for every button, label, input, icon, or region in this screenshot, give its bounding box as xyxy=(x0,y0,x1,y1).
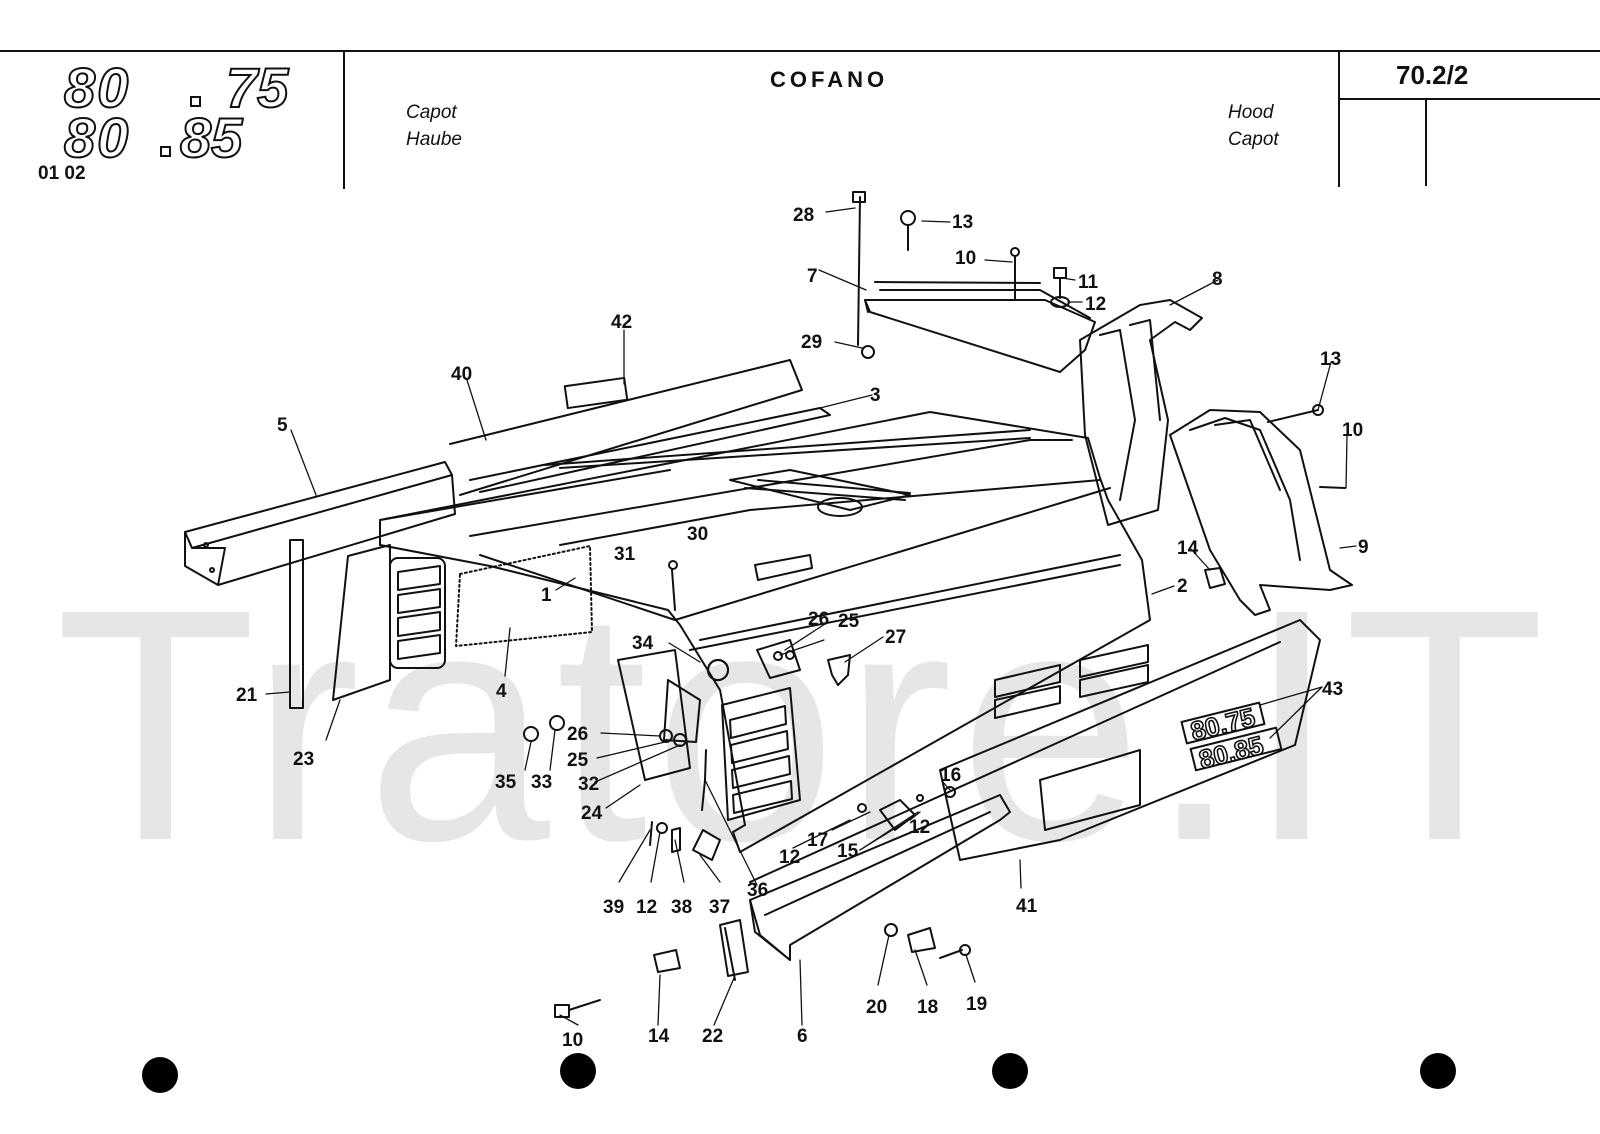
callout-8: 8 xyxy=(1212,269,1223,290)
logo-series-2: 80 xyxy=(63,106,131,169)
callout-7: 7 xyxy=(807,266,818,287)
callout-15: 15 xyxy=(837,841,859,862)
callout-14b: 14 xyxy=(648,1026,670,1047)
subtitle-right-1: Hood xyxy=(1228,102,1274,123)
callout-30: 30 xyxy=(687,524,708,545)
pageno-underline xyxy=(1338,98,1600,100)
front-grille xyxy=(721,644,1149,821)
callout-14: 14 xyxy=(1177,538,1199,559)
header-divider-left xyxy=(343,51,345,189)
callout-2: 2 xyxy=(1177,576,1188,597)
left-grille xyxy=(389,545,593,669)
subtitle-left-2: Haube xyxy=(406,129,462,150)
model-code: 01 02 xyxy=(38,163,86,184)
upper-panel xyxy=(449,359,831,496)
callout-41: 41 xyxy=(1016,896,1038,917)
callout-12: 12 xyxy=(1085,294,1106,315)
left-rail xyxy=(184,461,456,586)
side-panel xyxy=(289,539,391,709)
callout-33: 33 xyxy=(531,772,552,793)
page-title: COFANO xyxy=(770,67,889,92)
callout-31: 31 xyxy=(614,544,636,565)
callout-22: 22 xyxy=(702,1026,723,1047)
callout-12b: 12 xyxy=(779,847,800,868)
pageno-column-rule xyxy=(1425,98,1427,186)
bumper-rail xyxy=(749,794,1011,961)
binder-hole-4 xyxy=(1420,1053,1456,1089)
callout-13b: 13 xyxy=(1320,349,1341,370)
callout-25: 25 xyxy=(838,611,860,632)
callout-11: 11 xyxy=(1078,272,1099,293)
hood-body xyxy=(379,411,1151,853)
side-support xyxy=(1169,409,1353,616)
front-panel xyxy=(939,619,1321,861)
decal: 80.75 80.85 xyxy=(1187,701,1267,776)
callout-23: 23 xyxy=(293,749,314,770)
callout-10: 10 xyxy=(955,248,976,269)
logo-model-1: 75 xyxy=(225,56,289,119)
latch-plate xyxy=(617,649,729,781)
callout-21: 21 xyxy=(236,685,258,706)
callout-1: 1 xyxy=(541,585,552,606)
callouts: 28 13 10 11 12 7 8 29 42 40 3 5 13 10 9 … xyxy=(236,205,1369,1051)
header-divider-right xyxy=(1338,51,1340,187)
callout-4: 4 xyxy=(496,681,507,702)
hood-lower-edge xyxy=(749,641,1281,883)
top-bracket xyxy=(864,281,1096,373)
callout-29: 29 xyxy=(801,332,822,353)
callout-16: 16 xyxy=(940,765,961,786)
callout-34: 34 xyxy=(632,633,654,654)
callout-43: 43 xyxy=(1322,679,1343,700)
leader-lines xyxy=(265,207,1357,1026)
subtitle-right-2: Capot xyxy=(1228,129,1279,150)
callout-25b: 25 xyxy=(567,750,589,771)
callout-9: 9 xyxy=(1358,537,1369,558)
callout-26b: 26 xyxy=(567,724,588,745)
callout-27: 27 xyxy=(885,627,906,648)
callout-18: 18 xyxy=(917,997,938,1018)
logo-series-1: 80 xyxy=(63,56,131,119)
callout-12d: 12 xyxy=(636,897,657,918)
binder-hole-3 xyxy=(992,1053,1028,1089)
callout-20: 20 xyxy=(866,997,887,1018)
header-top-rule xyxy=(0,50,1600,52)
logo-mark-1 xyxy=(190,96,201,107)
callout-39: 39 xyxy=(603,897,624,918)
callout-42: 42 xyxy=(611,312,632,333)
callout-26: 26 xyxy=(808,609,829,630)
logo-model-2: 85 xyxy=(179,106,243,169)
callout-3: 3 xyxy=(870,385,881,406)
binder-hole-2 xyxy=(560,1053,596,1089)
callout-10b: 10 xyxy=(1342,420,1363,441)
callout-35: 35 xyxy=(495,772,517,793)
decal-plate xyxy=(1180,701,1283,772)
callout-24: 24 xyxy=(581,803,603,824)
callout-37: 37 xyxy=(709,897,730,918)
callout-36: 36 xyxy=(747,880,768,901)
callout-32: 32 xyxy=(578,774,599,795)
callout-40: 40 xyxy=(451,364,472,385)
callout-12c: 12 xyxy=(909,817,930,838)
binder-hole-1 xyxy=(142,1057,178,1093)
callout-6: 6 xyxy=(797,1026,808,1047)
callout-28: 28 xyxy=(793,205,814,226)
subtitle-left-1: Capot xyxy=(406,102,457,123)
callout-19: 19 xyxy=(966,994,987,1015)
callout-38: 38 xyxy=(671,897,692,918)
rear-support xyxy=(1079,299,1203,526)
logo-mark-2 xyxy=(160,146,171,157)
callout-10c: 10 xyxy=(562,1030,583,1051)
callout-5: 5 xyxy=(277,415,288,436)
callout-13: 13 xyxy=(952,212,973,233)
callout-17: 17 xyxy=(807,830,828,851)
page-number: 70.2/2 xyxy=(1396,60,1469,90)
